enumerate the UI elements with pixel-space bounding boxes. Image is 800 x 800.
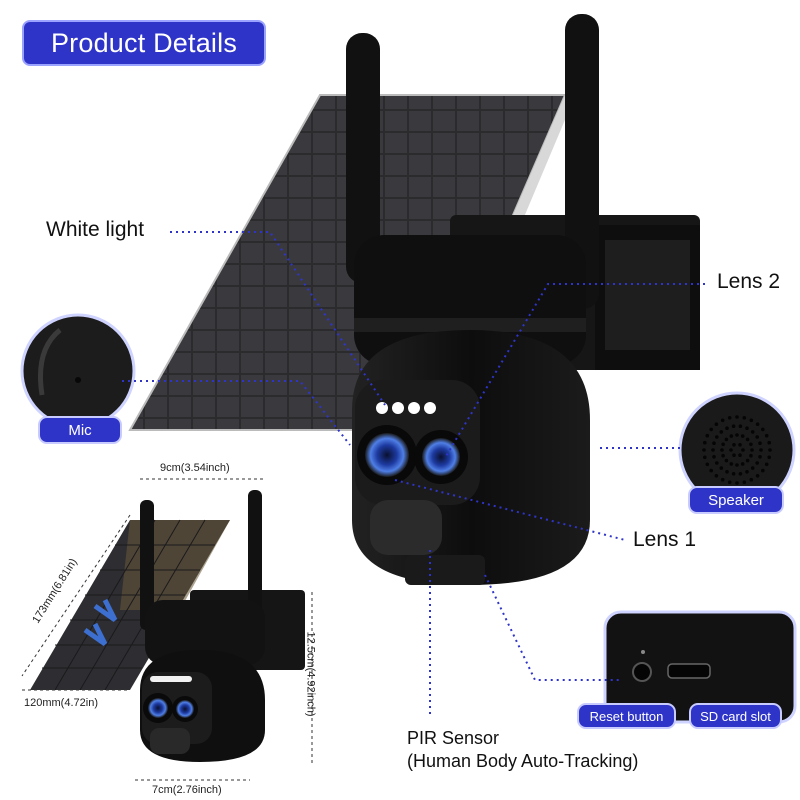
mic-closeup	[20, 313, 136, 429]
speaker-grille	[702, 415, 772, 485]
label-sd-card-slot: SD card slot	[689, 703, 782, 729]
speaker-hole	[721, 442, 725, 447]
speaker-hole	[758, 441, 762, 446]
label-lens-2: Lens 2	[717, 270, 781, 293]
speaker-hole	[725, 470, 729, 474]
speaker-hole	[731, 424, 736, 429]
speaker-hole	[755, 422, 760, 427]
speaker-hole	[767, 440, 771, 445]
speaker-hole	[745, 458, 750, 463]
speaker-hole	[764, 433, 769, 438]
label-white-light: White light	[46, 218, 145, 241]
speaker-hole	[703, 440, 707, 445]
speaker-hole	[750, 466, 755, 470]
speaker-hole	[714, 422, 719, 427]
dim-width-bottom: 7cm(2.76inch)	[152, 784, 222, 796]
dim-width-top: 9cm(3.54inch)	[160, 462, 230, 474]
speaker-hole	[740, 434, 745, 438]
speaker-hole	[742, 480, 747, 485]
speaker-hole	[724, 437, 729, 442]
speaker-hole	[709, 427, 713, 432]
speaker-hole	[720, 477, 725, 482]
label-lens-1: Lens 1	[633, 528, 697, 551]
speaker-hole	[745, 470, 749, 474]
speaker-hole	[741, 448, 745, 452]
speaker-hole	[758, 455, 762, 459]
speaker-hole	[719, 466, 724, 470]
camera-body	[352, 235, 590, 585]
speaker-hole	[725, 426, 729, 431]
speaker-hole	[745, 437, 750, 442]
speaker-hole	[715, 435, 719, 439]
label-mic: Mic	[38, 416, 122, 444]
speaker-hole	[729, 434, 734, 438]
speaker-hole	[749, 418, 754, 423]
speaker-hole	[735, 433, 739, 437]
speaker-hole	[709, 468, 713, 473]
speaker-hole	[735, 481, 739, 485]
speaker-hole	[714, 474, 719, 478]
label-reset-button: Reset button	[577, 703, 676, 729]
speaker-hole	[755, 474, 760, 478]
speaker-hole	[738, 472, 743, 476]
speaker-hole	[738, 424, 743, 429]
label-pir-description: (Human Body Auto-Tracking)	[407, 751, 639, 771]
speaker-hole	[729, 462, 734, 466]
speaker-hole	[731, 472, 736, 476]
speaker-hole	[711, 448, 715, 452]
page-title: Product Details	[22, 20, 266, 66]
speaker-hole	[703, 455, 707, 460]
speaker-hole	[768, 448, 772, 452]
label-pir-sensor: PIR Sensor	[407, 728, 500, 748]
speaker-hole	[749, 453, 753, 458]
speaker-hole	[759, 448, 763, 452]
speaker-hole	[727, 480, 732, 485]
speaker-hole	[740, 462, 745, 466]
speaker-hole	[735, 415, 739, 419]
speaker-hole	[727, 416, 732, 420]
speaker-hole	[749, 477, 754, 482]
speaker-hole	[702, 448, 706, 452]
speaker-hole	[761, 468, 765, 473]
speaker-hole	[767, 455, 771, 460]
speaker-hole	[705, 462, 710, 467]
speaker-hole	[729, 448, 733, 452]
speaker-hole	[745, 426, 749, 431]
speaker-hole	[750, 448, 754, 452]
speaker-hole	[742, 416, 747, 420]
speaker-hole	[720, 448, 724, 452]
speaker-hole	[735, 463, 739, 467]
speaker-hole	[715, 461, 719, 465]
dim-height: 12.5cm(4.92inch)	[304, 631, 317, 717]
small-product	[30, 490, 305, 762]
speaker-hole	[750, 430, 755, 434]
speaker-hole	[755, 435, 759, 439]
speaker-hole	[712, 441, 716, 446]
label-speaker: Speaker	[688, 486, 784, 514]
speaker-hole	[749, 442, 753, 447]
dimension-lines	[21, 478, 313, 781]
speaker-hole	[732, 453, 736, 458]
speaker-hole	[705, 433, 710, 438]
speaker-hole	[724, 458, 729, 463]
callout-lines	[122, 231, 705, 715]
speaker-hole	[761, 427, 765, 432]
speaker-hole	[764, 462, 769, 467]
dim-panel-width: 120mm(4.72in)	[24, 697, 98, 709]
speaker-hole	[738, 453, 742, 458]
speaker-hole	[720, 418, 725, 423]
speaker-hole	[712, 455, 716, 459]
speaker-hole	[721, 453, 725, 458]
speaker-hole	[732, 443, 736, 447]
antennas	[346, 14, 599, 309]
speaker-hole	[738, 443, 742, 447]
speaker-hole	[719, 430, 724, 434]
speaker-hole	[755, 461, 759, 465]
